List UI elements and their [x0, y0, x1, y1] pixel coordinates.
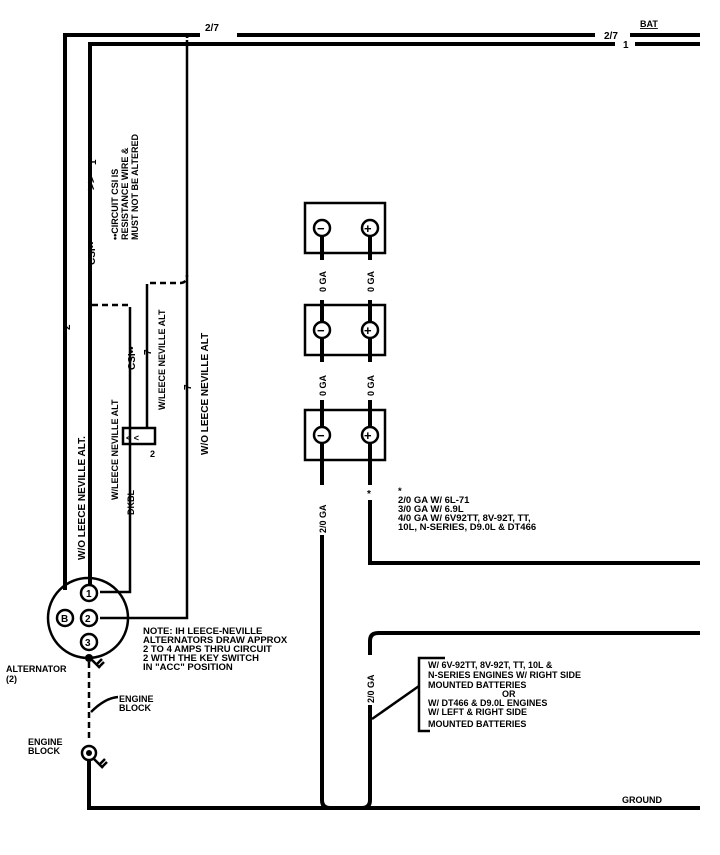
label-wire-2: 2 [62, 324, 73, 330]
label-wo-leece-right: W/O LEECE NEVILLE ALT [200, 333, 211, 455]
engine-block-label-1a: ENGINE [119, 694, 154, 704]
engine-block-label-1b: BLOCK [119, 703, 151, 713]
svg-text:+: + [364, 428, 372, 443]
svg-text:+: + [364, 221, 372, 236]
svg-text:0 GA: 0 GA [318, 270, 328, 292]
label-star: * [367, 489, 371, 500]
svg-text:+: + [364, 323, 372, 338]
label-w-leece-2: W/LEECE NEVILLE ALT [157, 309, 167, 410]
link-labels: 0 GA 0 GA 0 GA 0 GA [318, 270, 376, 396]
svg-text:W/ 6V-92TT, 8V-92T, TT, 10L &: W/ 6V-92TT, 8V-92T, TT, 10L & [428, 660, 553, 670]
svg-text:1: 1 [86, 589, 92, 600]
svg-text:2 TO 4 AMPS THRU CIRCUIT: 2 TO 4 AMPS THRU CIRCUIT [143, 644, 272, 655]
circuit-note-2: RESISTANCE WIRE & [120, 147, 130, 240]
label-dkbl: DKBL [126, 490, 136, 515]
wire-csi-inner [100, 312, 132, 594]
lower-cable [361, 631, 700, 810]
svg-text:NOTE: IH LEECE-NEVILLE: NOTE: IH LEECE-NEVILLE [143, 626, 262, 637]
svg-text:W/ LEFT & RIGHT SIDE: W/ LEFT & RIGHT SIDE [428, 707, 527, 717]
label-csi-inner: CSI•• [127, 346, 138, 370]
ground-symbol-icon [91, 658, 105, 669]
svg-text:N-SERIES ENGINES W/ RIGHT SIDE: N-SERIES ENGINES W/ RIGHT SIDE [428, 670, 581, 680]
ground-symbol-icon-2 [92, 757, 108, 769]
svg-text:2: 2 [85, 614, 91, 625]
alternator-note: NOTE: IH LEECE-NEVILLE ALTERNATORS DRAW … [143, 626, 288, 673]
svg-text:4/0 GA W/ 6V92TT, 8V-92T, TT,: 4/0 GA W/ 6V92TT, 8V-92T, TT, [398, 513, 531, 524]
svg-text:0 GA: 0 GA [366, 374, 376, 396]
engine-block-label-2a: ENGINE [28, 737, 63, 747]
wire-7 [100, 40, 189, 620]
svg-text:−: − [317, 323, 325, 338]
svg-text:3: 3 [85, 638, 91, 649]
svg-text:10L, N-SERIES, D9.0L & DT466: 10L, N-SERIES, D9.0L & DT466 [398, 522, 536, 533]
connector-box [121, 426, 157, 446]
svg-text:MOUNTED BATTERIES: MOUNTED BATTERIES [428, 680, 526, 690]
label-2-7-right: 2/7 [604, 31, 618, 42]
svg-text:IN "ACC" POSITION: IN "ACC" POSITION [143, 662, 233, 673]
battery-positive-cable [368, 443, 700, 565]
svg-text:0 GA: 0 GA [318, 374, 328, 396]
label-wire-1: 1 [623, 40, 629, 51]
svg-text:ALTERNATORS DRAW APPROX: ALTERNATORS DRAW APPROX [143, 635, 288, 646]
svg-text:−: − [317, 221, 325, 236]
svg-text:MOUNTED BATTERIES: MOUNTED BATTERIES [428, 719, 526, 729]
battery-3: − + [303, 408, 387, 462]
svg-text:W/ DT466 & D9.0L ENGINES: W/ DT466 & D9.0L ENGINES [428, 698, 547, 708]
alternator-label-2: (2) [6, 674, 17, 684]
label-wire-7: 7 [183, 384, 194, 390]
lower-note-bracket [371, 656, 445, 733]
label-neg-cable: 2/0 GA [318, 504, 328, 533]
terminal-1: 1 [79, 583, 99, 603]
engine-block-leader [90, 695, 119, 713]
svg-text:2/0 GA W/ 6L-71: 2/0 GA W/ 6L-71 [398, 495, 470, 506]
connector-number: 2 [150, 449, 155, 459]
dashed-branch-1 [92, 303, 132, 312]
wire-2-7 [63, 33, 700, 590]
dashed-branch-2 [145, 274, 189, 290]
svg-text:OR: OR [502, 689, 516, 699]
svg-text:3/0 GA W/ 6.9L: 3/0 GA W/ 6.9L [398, 504, 464, 515]
svg-text:B: B [61, 614, 68, 625]
wire-1 [88, 42, 700, 580]
battery-1: − + [303, 201, 387, 255]
label-2-7-left: 2/7 [205, 23, 219, 34]
battery-links [320, 236, 372, 427]
svg-text:2 WITH THE KEY SWITCH: 2 WITH THE KEY SWITCH [143, 653, 259, 664]
terminal-3: 3 [79, 632, 99, 652]
engine-block-ground-dot [86, 750, 92, 756]
connector-arrows-icon: < < [126, 433, 139, 443]
circuit-note-1: ••CIRCUIT CSI IS [110, 169, 120, 240]
label-lower-cable: 2/0 GA [366, 674, 376, 703]
lower-note: W/ 6V-92TT, 8V-92T, TT, 10L & N-SERIES E… [428, 660, 581, 729]
ground-wire [87, 760, 700, 810]
terminal-2: 2 [79, 608, 99, 628]
terminal-b: B [55, 608, 75, 628]
label-csi: CSI•• [87, 241, 98, 265]
svg-text:−: − [317, 428, 325, 443]
circuit-note-3: MUST NOT BE ALTERED [130, 134, 140, 240]
engine-block-label-2b: BLOCK [28, 746, 60, 756]
wire-7-bend [185, 33, 193, 39]
svg-text:0 GA: 0 GA [366, 270, 376, 292]
label-ground: GROUND [622, 795, 662, 805]
star-note: * 2/0 GA W/ 6L-71 3/0 GA W/ 6.9L 4/0 GA … [398, 486, 536, 533]
label-bat: BAT [640, 19, 658, 29]
label-w-leece-1: W/LEECE NEVILLE ALT [110, 399, 120, 500]
battery-negative-cable [320, 443, 331, 810]
battery-2: − + [303, 303, 387, 357]
svg-text:*: * [398, 486, 402, 497]
connector-arrow-icon: >> [84, 176, 98, 190]
alternator-label-1: ALTERNATOR [6, 664, 67, 674]
label-inner-7: 7 [143, 349, 154, 355]
label-wo-leece-left: W/O LEECE NEVILLE ALT. [77, 436, 88, 560]
label-csi-1: 1 [88, 159, 99, 165]
ground-point [85, 654, 93, 662]
